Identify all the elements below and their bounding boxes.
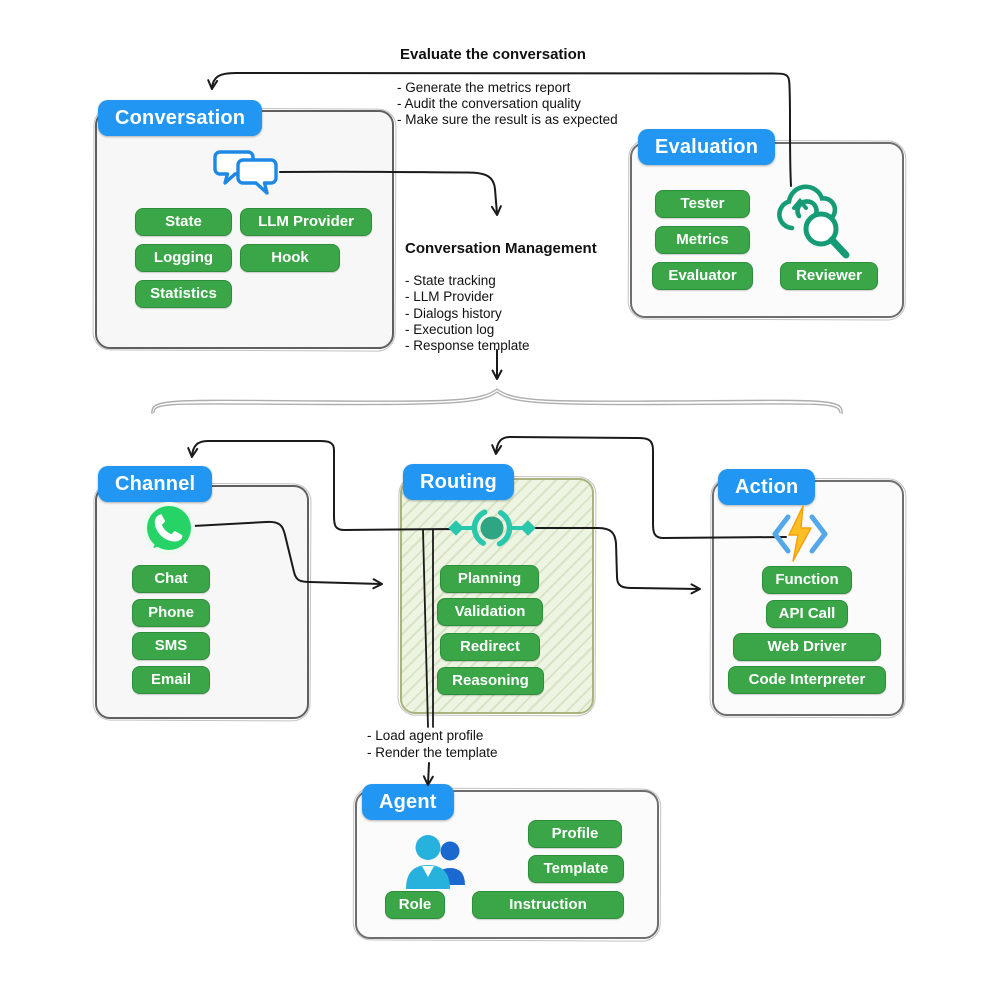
- pill-planning: Planning: [440, 565, 539, 593]
- pill-llm-provider: LLM Provider: [240, 208, 372, 236]
- agent-prep-annotation-line: - Render the template: [367, 745, 498, 760]
- agent-box-header: Agent: [362, 784, 454, 820]
- pill-reasoning: Reasoning: [437, 667, 544, 695]
- pill-function: Function: [762, 566, 852, 594]
- brace: [151, 388, 843, 415]
- pill-evaluator: Evaluator: [652, 262, 753, 290]
- conversation-box-header: Conversation: [98, 100, 263, 136]
- pill-template: Template: [528, 855, 624, 883]
- pill-profile: Profile: [528, 820, 622, 848]
- pill-hook: Hook: [240, 244, 340, 272]
- pill-reviewer: Reviewer: [780, 262, 878, 290]
- chat-bubbles-icon: [213, 150, 278, 195]
- pill-web-driver: Web Driver: [733, 633, 881, 661]
- channel-box-header: Channel: [98, 466, 213, 502]
- management-annotation-line: - Execution log: [405, 322, 495, 337]
- management-annotation-title: Conversation Management: [405, 240, 597, 257]
- whatsapp-icon: [143, 502, 195, 554]
- pill-instruction: Instruction: [472, 891, 624, 919]
- pill-role: Role: [385, 891, 445, 919]
- action-box-header: Action: [718, 469, 816, 505]
- pill-statistics: Statistics: [135, 280, 232, 308]
- pill-phone: Phone: [132, 599, 210, 627]
- management-annotation-line: - State tracking: [405, 273, 496, 288]
- pill-state: State: [135, 208, 232, 236]
- management-annotation-line: - LLM Provider: [405, 289, 494, 304]
- management-annotation-line: - Dialogs history: [405, 306, 502, 321]
- pill-email: Email: [132, 666, 210, 694]
- agents-icon: [406, 835, 465, 889]
- pill-metrics: Metrics: [655, 226, 750, 254]
- pill-sms: SMS: [132, 632, 210, 660]
- azure-function-icon: [772, 505, 828, 562]
- evaluate-annotation-title: Evaluate the conversation: [400, 46, 586, 63]
- evaluate-annotation-line: - Generate the metrics report: [397, 80, 571, 95]
- pill-validation: Validation: [437, 598, 543, 626]
- pill-chat: Chat: [132, 565, 210, 593]
- evaluate-annotation-line: - Make sure the result is as expected: [397, 112, 618, 127]
- agent-prep-annotation-line: - Load agent profile: [367, 728, 484, 743]
- pill-code-interpreter: Code Interpreter: [728, 666, 886, 694]
- routing-box-header: Routing: [403, 464, 514, 500]
- cloud-search-icon: [777, 184, 850, 259]
- arrow-note-to-agent: [422, 762, 434, 786]
- pill-logging: Logging: [135, 244, 232, 272]
- evaluation-box-header: Evaluation: [638, 129, 776, 165]
- pill-api-call: API Call: [766, 600, 848, 628]
- evaluate-annotation-line: - Audit the conversation quality: [397, 96, 581, 111]
- routing-hub-icon: [448, 507, 536, 549]
- management-annotation-line: - Response template: [405, 338, 530, 353]
- pill-tester: Tester: [655, 190, 750, 218]
- pill-redirect: Redirect: [440, 633, 540, 661]
